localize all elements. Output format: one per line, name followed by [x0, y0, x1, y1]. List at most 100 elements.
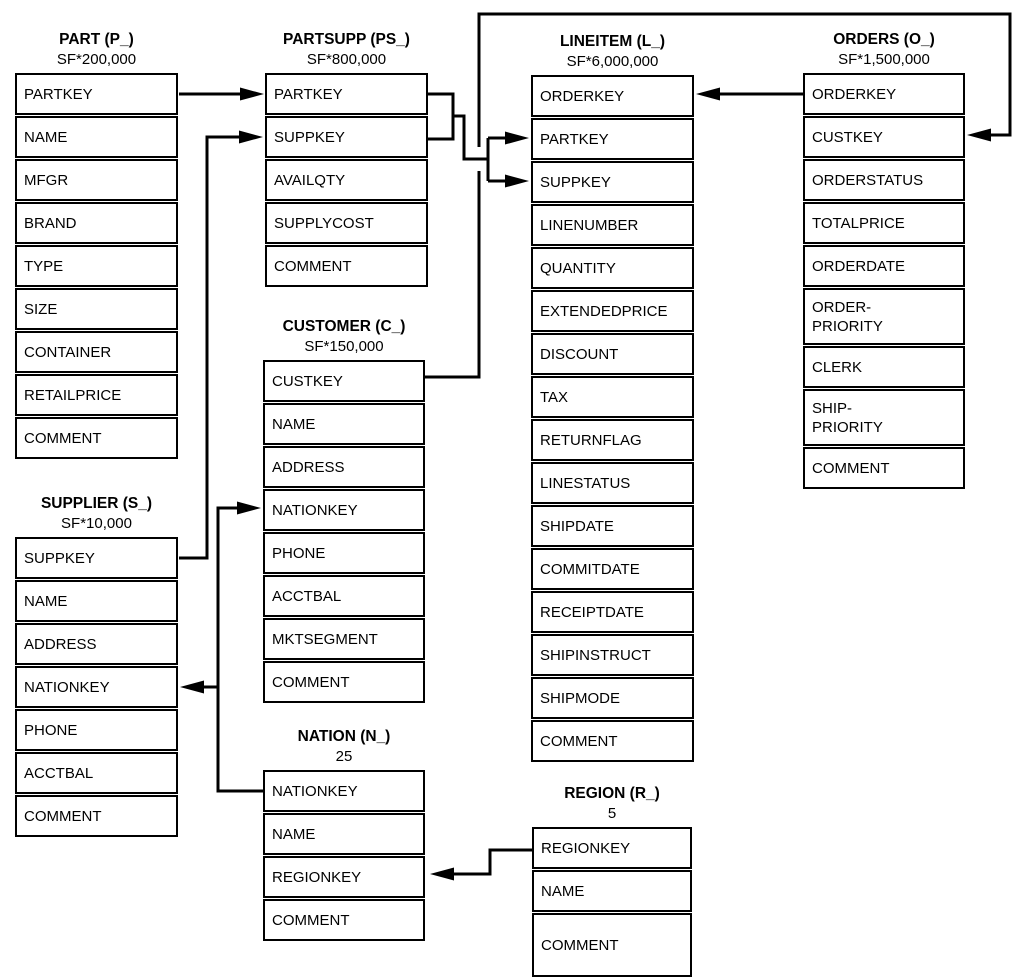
column-row-shipmode: SHIPMODE [531, 677, 694, 719]
column-label: PARTKEY [540, 130, 609, 148]
column-row-mfgr: MFGR [15, 159, 178, 201]
column-row-orderkey: ORDERKEY [803, 73, 965, 115]
column-row-shipinstruct: SHIPINSTRUCT [531, 634, 694, 676]
table-orders-cardinality: SF*1,500,000 [838, 51, 930, 68]
column-label: RETURNFLAG [540, 431, 642, 449]
column-label: TAX [540, 388, 569, 406]
column-label: SHIP- PRIORITY [812, 399, 883, 436]
column-label: PHONE [24, 721, 78, 739]
column-label: MFGR [24, 171, 69, 189]
table-region-cardinality: 5 [607, 805, 617, 822]
rel-partsupp-lineitem [428, 92, 529, 188]
column-label: ADDRESS [272, 458, 345, 476]
column-row-receiptdate: RECEIPTDATE [531, 591, 694, 633]
column-label: PARTKEY [274, 85, 343, 103]
column-row-address: ADDRESS [15, 623, 178, 665]
column-row-partkey: PARTKEY [531, 118, 694, 160]
column-row-acctbal: ACCTBAL [15, 752, 178, 794]
column-label: CLERK [812, 358, 863, 376]
column-row-orderkey: ORDERKEY [531, 75, 694, 117]
column-label: NAME [24, 128, 68, 146]
column-row-returnflag: RETURNFLAG [531, 419, 694, 461]
table-lineitem-columns: ORDERKEY PARTKEY SUPPKEY LINENUMBER QUANTITY… [531, 75, 694, 762]
table-orders-title: ORDERS (O_) [833, 31, 935, 48]
column-label: SIZE [24, 300, 58, 318]
column-row-nationkey: NATIONKEY [263, 770, 425, 812]
column-label: ACCTBAL [24, 764, 94, 782]
table-lineitem-title: LINEITEM (L_) [559, 33, 666, 50]
column-label: TOTALPRICE [812, 214, 905, 232]
column-row-quantity: QUANTITY [531, 247, 694, 289]
column-label: COMMENT [541, 936, 619, 954]
column-label: NATIONKEY [272, 501, 358, 519]
column-label: NATIONKEY [272, 782, 358, 800]
table-nation-cardinality: 25 [335, 748, 353, 765]
column-label: COMMENT [24, 429, 102, 447]
column-row-comment: COMMENT [531, 720, 694, 762]
column-row-address: ADDRESS [263, 446, 425, 488]
column-row-name: NAME [532, 870, 692, 912]
column-row-ship-priority: SHIP- PRIORITY [803, 389, 965, 446]
column-row-orderstatus: ORDERSTATUS [803, 159, 965, 201]
table-partsupp-title: PARTSUPP (PS_) [283, 31, 410, 48]
column-row-nationkey: NATIONKEY [15, 666, 178, 708]
column-row-discount: DISCOUNT [531, 333, 694, 375]
column-row-type: TYPE [15, 245, 178, 287]
column-label: SHIPINSTRUCT [540, 646, 651, 664]
table-lineitem-cardinality: SF*6,000,000 [566, 53, 659, 70]
column-row-suppkey: SUPPKEY [15, 537, 178, 579]
column-label: COMMENT [812, 459, 890, 477]
column-label: SHIPMODE [540, 689, 621, 707]
column-row-name: NAME [15, 116, 178, 158]
column-row-supplycost: SUPPLYCOST [265, 202, 428, 244]
column-label: NATIONKEY [24, 678, 110, 696]
column-label: QUANTITY [540, 259, 616, 277]
column-label: LINENUMBER [540, 216, 639, 234]
column-row-phone: PHONE [263, 532, 425, 574]
column-row-container: CONTAINER [15, 331, 178, 373]
column-row-comment: COMMENT [265, 245, 428, 287]
column-row-suppkey: SUPPKEY [531, 161, 694, 203]
rel-nation-customer [216, 501, 263, 793]
rel-region-nation [430, 848, 532, 881]
column-label: REGIONKEY [272, 868, 362, 886]
table-lineitem: LINEITEM (L_) SF*6,000,000 ORDERKEY PARTK… [531, 32, 694, 762]
column-row-comment: COMMENT [263, 899, 425, 941]
column-label: NAME [541, 882, 585, 900]
column-label: SUPPKEY [540, 173, 611, 191]
table-nation-title: NATION (N_) [297, 728, 391, 745]
column-label: ORDERKEY [812, 85, 897, 103]
column-label: NAME [272, 415, 316, 433]
column-row-shipdate: SHIPDATE [531, 505, 694, 547]
column-label: PARTKEY [24, 85, 93, 103]
column-row-comment: COMMENT [803, 447, 965, 489]
column-label: LINESTATUS [540, 474, 631, 492]
column-label: SUPPLYCOST [274, 214, 374, 232]
rel-nation-supplier [180, 680, 218, 694]
column-row-regionkey: REGIONKEY [532, 827, 692, 869]
column-label: COMMENT [272, 911, 350, 929]
column-row-regionkey: REGIONKEY [263, 856, 425, 898]
column-row-name: NAME [15, 580, 178, 622]
rel-supplier-partsupp [179, 130, 263, 560]
column-label: COMMENT [272, 673, 350, 691]
column-label: ORDER- PRIORITY [812, 298, 883, 335]
column-label: SUPPKEY [274, 128, 345, 146]
column-row-order-priority: ORDER- PRIORITY [803, 288, 965, 345]
column-row-commitdate: COMMITDATE [531, 548, 694, 590]
column-row-partkey: PARTKEY [15, 73, 178, 115]
column-label: CONTAINER [24, 343, 112, 361]
table-region-columns: REGIONKEY NAME COMMENT [532, 827, 692, 977]
table-part-cardinality: SF*200,000 [56, 51, 137, 68]
column-row-linenumber: LINENUMBER [531, 204, 694, 246]
